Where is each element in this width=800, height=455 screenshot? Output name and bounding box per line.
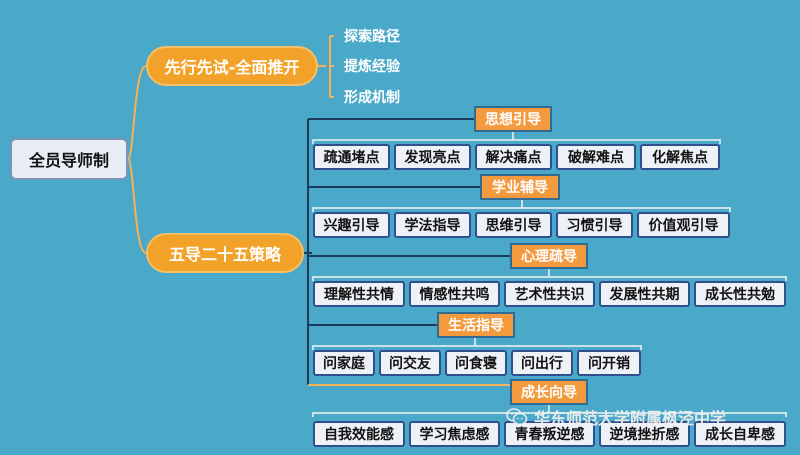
group-node-thought: 思想引导: [474, 106, 552, 132]
item-node: 学法指导: [394, 212, 471, 238]
root-node: 全员导师制: [10, 138, 128, 180]
item-node: 艺术性共识: [504, 281, 595, 307]
item-node: 理解性共情: [313, 281, 405, 307]
item-node: 成长自卑感: [694, 421, 786, 447]
item-node: 问出行: [511, 350, 573, 376]
group-node-psych: 心理疏导: [510, 243, 588, 269]
item-node: 化解焦点: [640, 144, 720, 170]
item-node: 问交友: [379, 350, 441, 376]
watermark-text: 华东师范大学附属枫泾中学: [534, 409, 727, 428]
pilot-leaf: 提炼经验: [344, 59, 400, 75]
item-node: 思维引导: [475, 212, 552, 238]
item-node: 问开销: [577, 350, 641, 376]
pilot-leaf: 形成机制: [344, 90, 400, 106]
item-node: 自我效能感: [313, 421, 405, 447]
group-node-study: 学业辅导: [480, 174, 560, 200]
item-node: 发现亮点: [394, 144, 471, 170]
item-node: 破解难点: [556, 144, 636, 170]
group-node-growth: 成长向导: [510, 379, 588, 405]
item-node: 价值观引导: [637, 212, 730, 238]
watermark: 华东师范大学附属枫泾中学: [506, 405, 726, 429]
pilot-leaf: 探索路径: [344, 29, 400, 45]
item-node: 发展性共期: [599, 281, 690, 307]
item-node: 成长性共勉: [694, 281, 786, 307]
item-node: 问食寝: [445, 350, 507, 376]
item-node: 逆境挫折感: [599, 421, 690, 447]
item-node: 疏通堵点: [313, 144, 390, 170]
item-node: 习惯引导: [556, 212, 633, 238]
item-node: 问家庭: [313, 350, 375, 376]
branch-node-pilot: 先行先试-全面推开: [146, 46, 318, 86]
group-node-life: 生活指导: [437, 312, 515, 338]
item-node: 兴趣引导: [313, 212, 390, 238]
branch-node-strategy: 五导二十五策略: [146, 233, 304, 273]
wechat-icon: [506, 408, 528, 426]
item-node: 青春叛逆感: [504, 421, 595, 447]
item-node: 解决痛点: [475, 144, 552, 170]
item-node: 学习焦虑感: [409, 421, 500, 447]
item-node: 情感性共鸣: [409, 281, 500, 307]
